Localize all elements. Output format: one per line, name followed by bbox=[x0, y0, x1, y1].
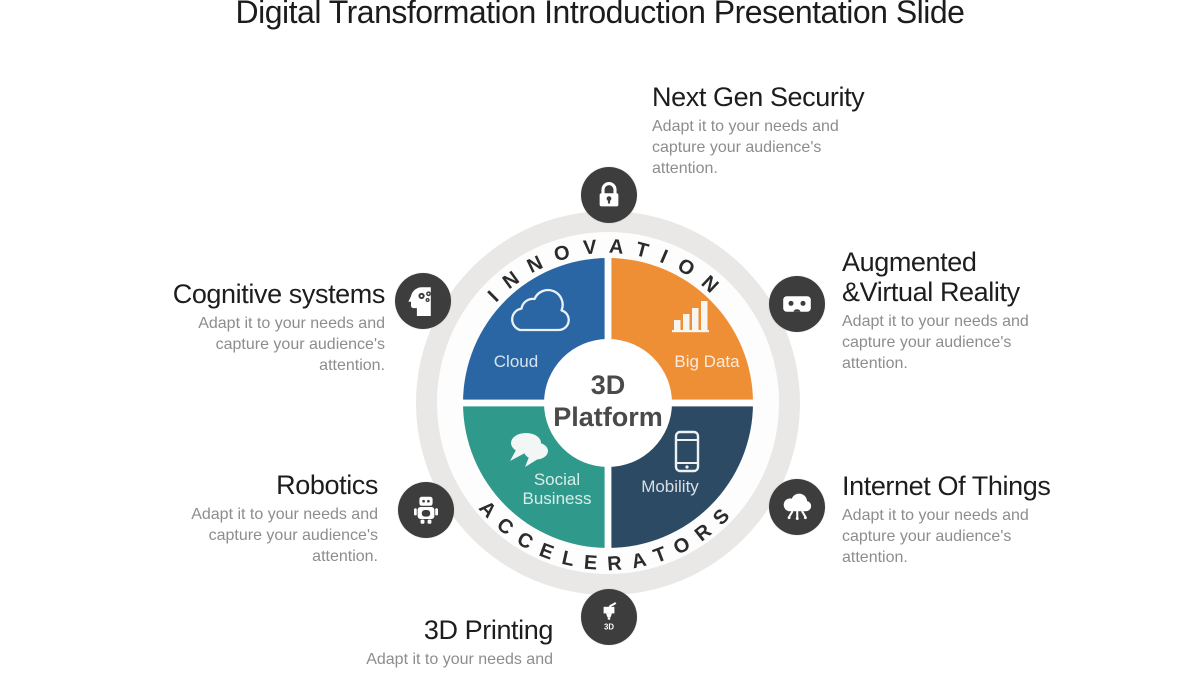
cognitive-badge bbox=[395, 273, 451, 329]
iot-title: Internet Of Things bbox=[842, 471, 1051, 501]
platform-wheel-diagram: Cloud Big Data Social Business Mobility … bbox=[368, 163, 848, 643]
head-gears-icon bbox=[408, 287, 431, 316]
wheel-svg: Cloud Big Data Social Business Mobility … bbox=[416, 211, 800, 595]
center-hub bbox=[544, 339, 672, 467]
center-label-line2: Platform bbox=[553, 402, 663, 432]
bar-chart-icon bbox=[672, 301, 709, 333]
robot-icon bbox=[414, 496, 438, 524]
printing-desc: Adapt it to your needs and bbox=[366, 651, 553, 668]
robotics-label-block: Robotics Adapt it to your needs and capt… bbox=[191, 470, 378, 567]
iot-badge bbox=[769, 479, 825, 535]
security-desc: Adapt it to your needs and capture your … bbox=[652, 118, 839, 177]
arvr-label-block: Augmented &Virtual Reality Adapt it to y… bbox=[842, 247, 1029, 374]
cognitive-desc: Adapt it to your needs and capture your … bbox=[198, 315, 385, 374]
iot-cloud-icon bbox=[783, 493, 812, 520]
arvr-badge bbox=[769, 276, 825, 332]
arvr-title: Augmented &Virtual Reality bbox=[842, 247, 1020, 307]
robotics-badge bbox=[398, 482, 454, 538]
social-label-line1: Social bbox=[534, 470, 580, 489]
printing-title: 3D Printing bbox=[423, 615, 554, 645]
robotics-title: Robotics bbox=[276, 470, 378, 500]
center-label-line1: 3D bbox=[591, 370, 626, 400]
printer-3d-icon: 3D bbox=[603, 602, 617, 632]
page-title: Digital Transformation Introduction Pres… bbox=[235, 0, 965, 30]
printer-3d-icon-label: 3D bbox=[604, 623, 614, 632]
cloud-icon bbox=[511, 288, 570, 332]
arvr-desc: Adapt it to your needs and capture your … bbox=[842, 313, 1029, 372]
social-label-line2: Business bbox=[523, 489, 592, 508]
security-label-block: Next Gen Security Adapt it to your needs… bbox=[652, 82, 865, 179]
security-title: Next Gen Security bbox=[652, 82, 865, 112]
printing-label-block: 3D Printing Adapt it to your needs and bbox=[366, 615, 553, 670]
cognitive-title: Cognitive systems bbox=[172, 279, 386, 309]
mobility-label: Mobility bbox=[641, 477, 699, 496]
iot-desc: Adapt it to your needs and capture your … bbox=[842, 507, 1029, 566]
smartphone-icon bbox=[674, 430, 700, 473]
security-badge bbox=[581, 167, 637, 223]
vr-headset-icon bbox=[783, 296, 811, 312]
printing-badge: 3D bbox=[581, 589, 637, 645]
cloud-label: Cloud bbox=[494, 352, 538, 371]
cognitive-label-block: Cognitive systems Adapt it to your needs… bbox=[172, 279, 386, 376]
big-data-label: Big Data bbox=[674, 352, 740, 371]
lock-icon bbox=[599, 182, 619, 207]
robotics-desc: Adapt it to your needs and capture your … bbox=[191, 506, 378, 565]
chat-bubbles-icon bbox=[510, 433, 548, 467]
iot-label-block: Internet Of Things Adapt it to your need… bbox=[842, 471, 1051, 568]
